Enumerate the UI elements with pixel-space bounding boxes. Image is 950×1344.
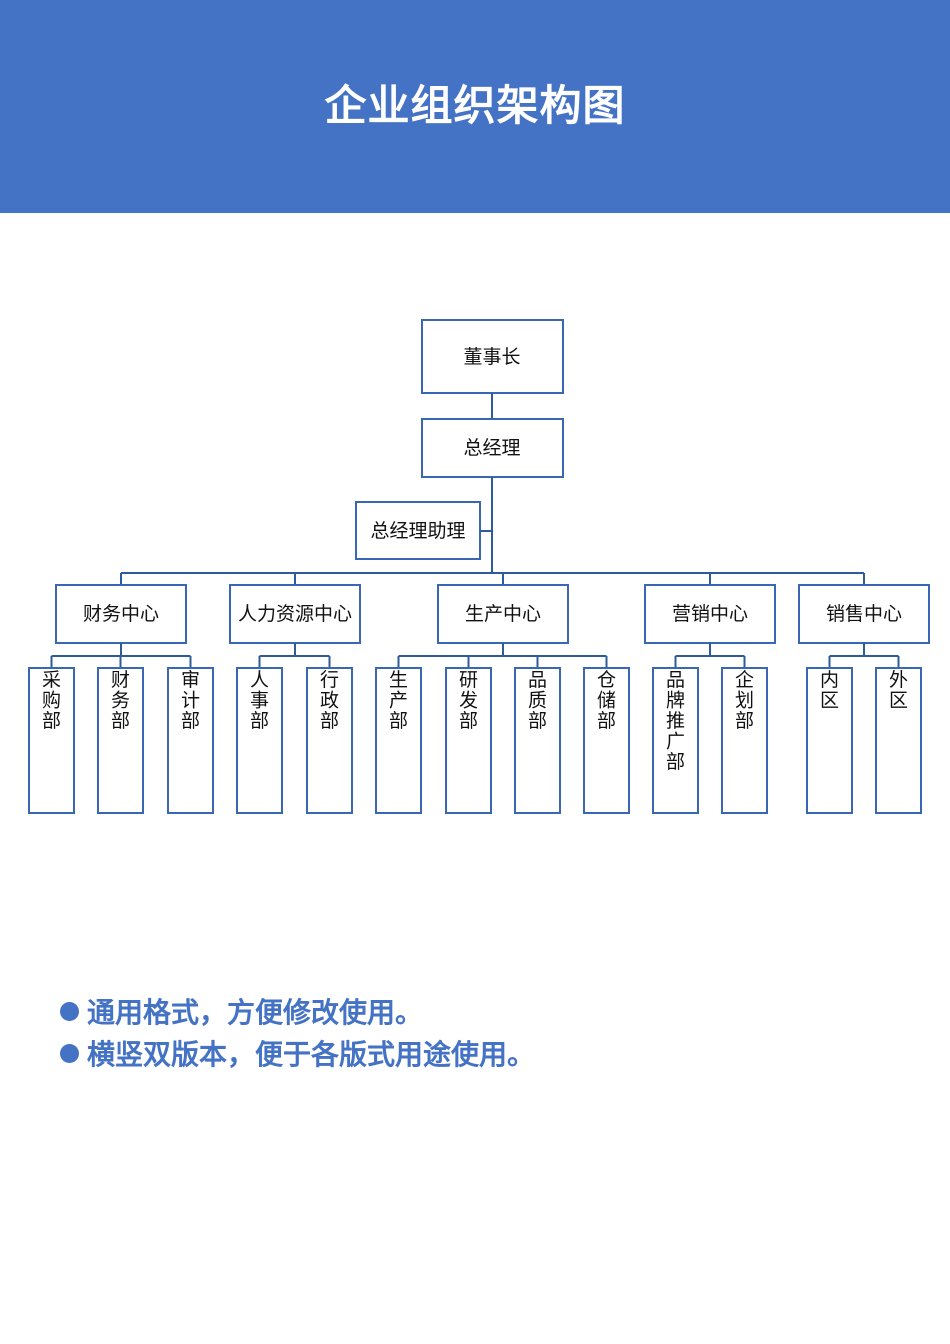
note-text: 通用格式，方便修改使用。 [87,996,424,1029]
department-label: 审计部 [181,669,200,732]
department-label: 品牌推广部 [666,669,685,773]
note-item: 通用格式，方便修改使用。 [60,990,535,1032]
department-label: 仓储部 [597,669,616,732]
center-label: 营销中心 [672,603,748,625]
page-title: 企业组织架构图 [324,81,626,130]
center-label: 生产中心 [465,603,541,625]
department-box [375,667,422,814]
department-box [721,667,768,814]
assistant-label: 总经理助理 [370,520,465,542]
department-label: 企划部 [735,669,754,732]
department-label: 生产部 [389,669,408,732]
department-label: 品质部 [528,669,547,732]
center-box [798,584,930,644]
department-box [97,667,144,814]
department-label: 行政部 [320,669,339,732]
department-label: 外区 [889,669,908,712]
bullet-icon [60,1043,79,1063]
center-box [644,584,776,644]
department-label: 采购部 [42,669,61,732]
department-label: 内区 [820,669,839,712]
center-label: 销售中心 [826,603,902,625]
gm-box [421,418,564,478]
department-label: 研发部 [459,669,478,732]
department-label: 财务部 [111,669,130,732]
department-box [652,667,699,814]
department-box [167,667,214,814]
department-box [875,667,922,814]
department-box [445,667,492,814]
bullet-icon [60,1001,79,1021]
center-box [229,584,361,644]
notes-list: 通用格式，方便修改使用。 横竖双版本，便于各版式用途使用。 [60,990,535,1074]
center-label: 人力资源中心 [238,603,352,625]
header-banner: 企业组织架构图 [0,0,950,213]
department-box [28,667,75,814]
center-box [437,584,569,644]
center-box [55,584,187,644]
department-label: 人事部 [250,669,269,732]
note-text: 横竖双版本，便于各版式用途使用。 [87,1038,536,1071]
department-box [306,667,353,814]
department-box [583,667,630,814]
department-box [514,667,561,814]
department-box [236,667,283,814]
note-item: 横竖双版本，便于各版式用途使用。 [60,1032,535,1074]
department-box [806,667,853,814]
center-label: 财务中心 [83,603,159,625]
chairman-label: 董事长 [463,346,520,368]
gm-label: 总经理 [463,437,520,459]
